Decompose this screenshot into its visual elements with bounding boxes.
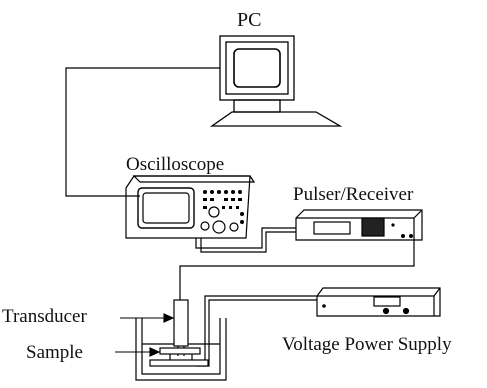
cable-pc-oscilloscope xyxy=(65,67,220,197)
tank-inner-wall xyxy=(141,318,221,375)
cables xyxy=(65,67,415,367)
pc-computer xyxy=(209,35,343,127)
pulser-receiver xyxy=(295,209,423,241)
pulser-top xyxy=(296,209,423,219)
sample-holder xyxy=(149,359,209,367)
sample-label: Sample xyxy=(26,342,83,363)
cable-power-sample-b xyxy=(196,299,317,367)
pulser-display xyxy=(313,221,351,235)
oscilloscope-knob xyxy=(208,206,220,218)
oscilloscope-knob xyxy=(200,221,210,231)
power-supply-knob xyxy=(382,307,390,315)
pc-stand xyxy=(233,99,281,113)
voltage-power-supply-label: Voltage Power Supply xyxy=(282,334,452,355)
transducer-label: Transducer xyxy=(2,306,87,327)
oscilloscope-controls xyxy=(203,190,242,209)
pulser-speaker-grille xyxy=(361,217,385,237)
sample-arrow-head xyxy=(149,347,161,357)
cable-oscilloscope-pulser-a xyxy=(195,227,296,249)
transducer-arrow-head xyxy=(163,313,175,323)
water-tank xyxy=(135,299,227,381)
oscilloscope-knob xyxy=(212,220,226,234)
oscilloscope-body xyxy=(125,175,251,239)
tank-outer-wall xyxy=(135,318,227,381)
pc-screen xyxy=(233,48,281,88)
sample-block xyxy=(159,347,201,355)
power-supply-light xyxy=(322,304,326,308)
transducer-body xyxy=(173,299,189,347)
oscilloscope-screen-inner xyxy=(142,192,190,224)
pulser-body xyxy=(295,209,423,241)
voltage-power-supply xyxy=(316,287,441,317)
power-supply-top xyxy=(317,287,441,297)
cable-pulser-transducer xyxy=(179,240,415,300)
power-supply-knob xyxy=(402,307,410,315)
power-supply-display xyxy=(373,296,401,307)
pc-monitor-inner xyxy=(225,41,289,95)
pc-keyboard xyxy=(209,111,343,127)
pulser-receiver-label: Pulser/Receiver xyxy=(293,184,414,205)
oscilloscope-top xyxy=(132,175,256,183)
pc-label: PC xyxy=(237,9,261,31)
cable-oscilloscope-pulser-b xyxy=(200,231,296,253)
oscilloscope-screen xyxy=(137,187,195,229)
oscilloscope-label: Oscilloscope xyxy=(126,154,224,175)
oscilloscope xyxy=(125,175,256,239)
oscilloscope-knob xyxy=(229,222,239,232)
power-supply-body xyxy=(316,287,441,317)
label-arrows xyxy=(115,313,175,357)
